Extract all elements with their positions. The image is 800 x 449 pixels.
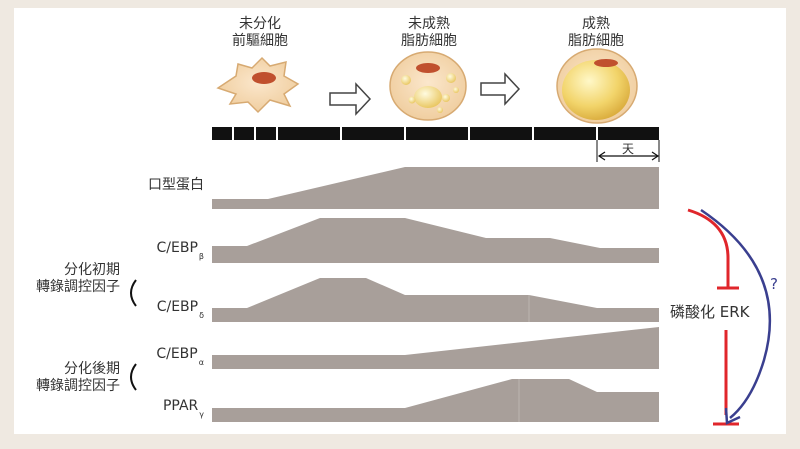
cebpa-label-subscript: α <box>198 358 204 367</box>
cebpb-track-label: C/EBPβ <box>110 240 205 265</box>
cebpd-label-base: C/EBP <box>156 299 199 315</box>
day-scale-indicator <box>596 140 660 162</box>
immature-adipocyte-cell-icon <box>389 51 467 121</box>
cebpd-label-subscript: δ <box>199 311 204 320</box>
cebpd-track <box>212 278 659 322</box>
preadipocyte-cell-icon <box>216 56 300 114</box>
pparg-track <box>212 379 659 422</box>
pparg-label-subscript: γ <box>199 410 204 419</box>
stage-arrow-1 <box>329 82 372 116</box>
phospho-erk-label: 磷酸化 ERK <box>668 303 752 321</box>
early-factors-line1: 分化初期 <box>64 262 120 278</box>
stage-label-line2: 脂肪細胞 <box>401 33 457 49</box>
stage-label-preadipocyte: 未分化 前驅細胞 <box>222 16 298 50</box>
early-factors-bracket <box>130 279 137 307</box>
late-factors-label: 分化後期 轉錄調控因子 <box>14 361 120 395</box>
late-factors-line1: 分化後期 <box>64 361 120 377</box>
mature-adipocyte-cell-icon <box>556 48 638 124</box>
stage-label-immature: 未成熟 脂肪細胞 <box>389 16 469 50</box>
stage-arrow-2 <box>480 72 521 106</box>
late-factors-line2: 轉錄調控因子 <box>36 378 120 394</box>
early-factors-line2: 轉錄調控因子 <box>36 279 120 295</box>
pparg-track-label: PPARγ <box>110 398 204 423</box>
cebpa-label-base: C/EBP <box>156 346 198 362</box>
stage-label-line1: 未成熟 <box>408 16 450 32</box>
question-mark: ? <box>770 275 778 293</box>
pparg-label-base: PPAR <box>162 398 199 414</box>
cebpb-label-subscript: β <box>198 252 204 261</box>
stage-label-mature: 成熟 脂肪細胞 <box>556 16 636 50</box>
early-factors-label: 分化初期 轉錄調控因子 <box>14 262 120 296</box>
stage-label-line1: 成熟 <box>582 16 610 32</box>
cebpa-track <box>212 327 659 369</box>
cebpd-track-label: C/EBPδ <box>110 299 204 324</box>
stage-label-line1: 未分化 <box>239 16 281 32</box>
stage-label-line2: 前驅細胞 <box>232 33 288 49</box>
cebpa-track-label: C/EBPα <box>110 346 204 371</box>
uncertain-effect-arrow <box>700 208 772 425</box>
cebpb-track <box>212 218 659 263</box>
timeline-bar <box>212 127 659 140</box>
protein-track <box>212 167 659 209</box>
cebpb-label-base: C/EBP <box>156 240 198 256</box>
day-scale-label: 天 <box>622 142 635 156</box>
protein-track-label: 口型蛋白 <box>148 177 204 193</box>
stage-label-line2: 脂肪細胞 <box>568 33 624 49</box>
late-factors-bracket <box>130 363 137 391</box>
